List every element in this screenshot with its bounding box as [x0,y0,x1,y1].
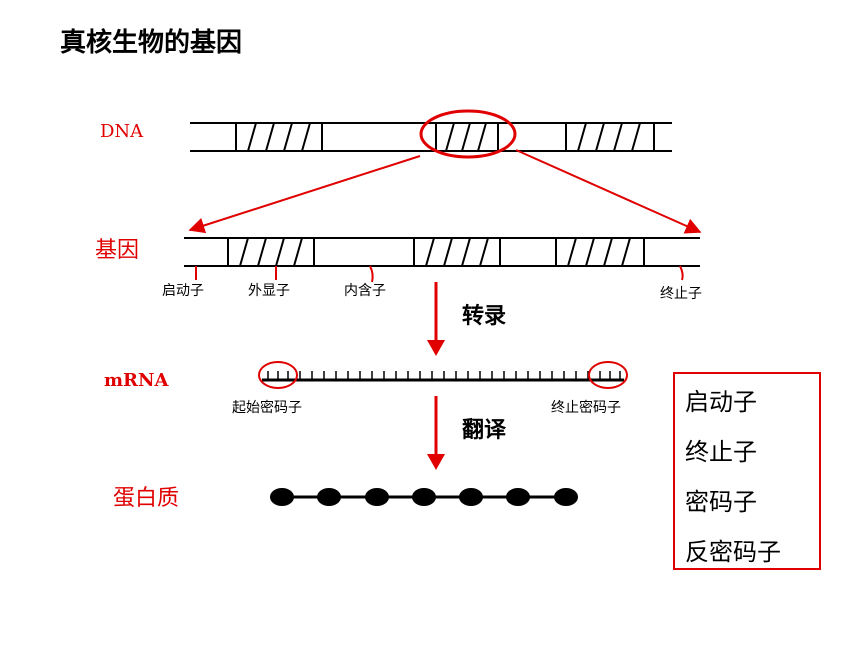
gene-part-markers [195,265,684,283]
label-dna: DNA [100,121,144,142]
key-term: 密码子 [685,488,757,516]
label-terminator: 终止子 [660,286,702,302]
label-mrna: mRNA [104,370,169,391]
label-start-codon: 起始密码子 [232,400,302,416]
amino-acid [459,488,483,506]
page-title: 真核生物的基因 [60,28,243,58]
amino-acid [365,488,389,506]
key-term: 反密码子 [685,538,781,566]
key-term: 终止子 [685,438,757,466]
label-protein: 蛋白质 [113,486,180,511]
amino-acid [554,488,578,506]
label-stop-codon: 终止密码子 [551,400,621,416]
dna-strand [190,122,672,152]
protein-chain [270,488,578,506]
label-gene: 基因 [95,238,140,263]
start-codon-ellipse [258,361,298,389]
stop-codon-ellipse [588,361,628,389]
amino-acid [412,488,436,506]
key-terms-box: 启动子 终止子 密码子 反密码子 [673,372,821,570]
label-exon: 外显子 [248,283,290,299]
translation-arrow [427,396,445,470]
label-promoter: 启动子 [162,283,204,299]
amino-acid [506,488,530,506]
label-transcription: 转录 [462,304,507,329]
mrna-strand [262,371,624,382]
expand-arrow-right [515,149,702,234]
gene-highlight-ellipse [419,109,517,159]
transcription-arrow [427,282,445,356]
gene-strand [184,237,700,267]
amino-acid [270,488,294,506]
key-term: 启动子 [685,388,757,416]
label-intron: 内含子 [344,283,386,299]
label-translation: 翻译 [462,418,507,443]
expand-arrow-left [188,155,421,234]
amino-acid [317,488,341,506]
